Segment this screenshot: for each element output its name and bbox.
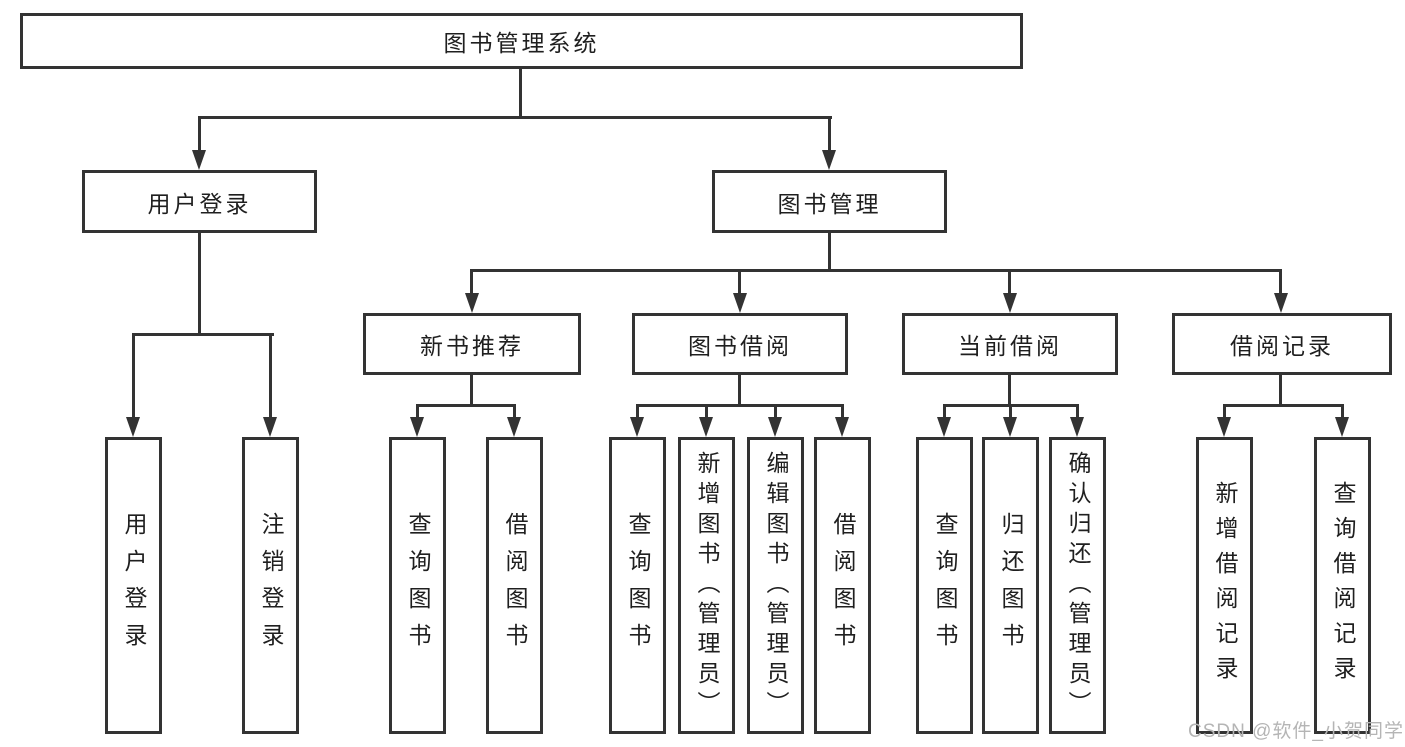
connector-root-rail xyxy=(198,116,832,119)
node-current-borrowing-label: 当前借阅 xyxy=(958,333,1062,359)
connector-records-stem xyxy=(1279,375,1282,406)
arrowhead-user-login xyxy=(192,150,206,170)
connector-to-return-books xyxy=(1009,404,1012,419)
connector-to-new-book-recommend xyxy=(470,269,473,295)
leaf-borrowing-query-books-label: 查询图书 xyxy=(625,511,651,660)
leaf-add-books-admin: 新增图书（管理员） xyxy=(678,437,735,734)
leaf-borrowing-borrow-books: 借阅图书 xyxy=(814,437,871,734)
node-new-book-recommend: 新书推荐 xyxy=(363,313,581,375)
node-new-book-recommend-label: 新书推荐 xyxy=(420,333,524,359)
leaf-current-query-books-label: 查询图书 xyxy=(932,511,958,660)
node-current-borrowing: 当前借阅 xyxy=(902,313,1118,375)
leaf-recommend-query-books: 查询图书 xyxy=(389,437,446,734)
arrowhead-confirm-return xyxy=(1070,417,1084,437)
arrowhead-leaf-user-login xyxy=(126,417,140,437)
connector-to-borrowing-borrow xyxy=(841,404,844,419)
leaf-add-borrow-record-label: 新增借阅记录 xyxy=(1212,480,1238,691)
arrowhead-book-borrowing xyxy=(733,293,747,313)
leaf-add-borrow-record: 新增借阅记录 xyxy=(1196,437,1253,734)
connector-to-confirm-return xyxy=(1076,404,1079,419)
leaf-logout: 注销登录 xyxy=(242,437,299,734)
leaf-recommend-query-books-label: 查询图书 xyxy=(405,511,431,660)
leaf-confirm-return-admin-label: 确认归还（管理员） xyxy=(1065,450,1091,721)
node-book-borrowing-label: 图书借阅 xyxy=(688,333,792,359)
leaf-query-borrow-record-label: 查询借阅记录 xyxy=(1330,480,1356,691)
node-user-login-label: 用户登录 xyxy=(147,190,252,217)
leaf-add-books-admin-label: 新增图书（管理员） xyxy=(694,450,720,721)
leaf-confirm-return-admin: 确认归还（管理员） xyxy=(1049,437,1106,734)
connector-user-login-stem xyxy=(198,233,201,336)
leaf-borrowing-query-books: 查询图书 xyxy=(609,437,666,734)
leaf-user-login-label: 用户登录 xyxy=(121,511,147,660)
node-root-label: 图书管理系统 xyxy=(443,30,600,56)
leaf-user-login: 用户登录 xyxy=(105,437,162,734)
leaf-recommend-borrow-books-label: 借阅图书 xyxy=(502,511,528,660)
arrowhead-book-management xyxy=(822,150,836,170)
connector-to-borrowing-records xyxy=(1279,269,1282,295)
connector-root-stem xyxy=(519,69,522,118)
node-book-management-label: 图书管理 xyxy=(777,190,882,217)
connector-borrowing-stem xyxy=(738,375,741,406)
csdn-watermark: CSDN @软件_小贺同学 xyxy=(1188,721,1404,742)
connector-to-recommend-query xyxy=(416,404,419,419)
leaf-edit-books-admin-label: 编辑图书（管理员） xyxy=(763,450,789,721)
connector-to-current-borrowing xyxy=(1008,269,1011,295)
connector-book-management-rail xyxy=(470,269,1282,272)
connector-recommend-stem xyxy=(470,375,473,406)
node-borrowing-records: 借阅记录 xyxy=(1172,313,1392,375)
connector-to-user-login xyxy=(198,116,201,152)
arrowhead-return-books xyxy=(1003,417,1017,437)
node-book-management: 图书管理 xyxy=(712,170,947,233)
node-book-borrowing: 图书借阅 xyxy=(632,313,848,375)
connector-current-stem xyxy=(1008,375,1011,406)
leaf-recommend-borrow-books: 借阅图书 xyxy=(486,437,543,734)
connector-to-book-management xyxy=(828,116,831,152)
connector-to-add-books xyxy=(705,404,708,419)
connector-to-current-query xyxy=(943,404,946,419)
arrowhead-leaf-logout xyxy=(263,417,277,437)
connector-to-query-record xyxy=(1341,404,1344,419)
arrowhead-current-borrowing xyxy=(1003,293,1017,313)
connector-borrowing-rail xyxy=(636,404,844,407)
connector-book-management-stem xyxy=(828,233,831,272)
connector-to-book-borrowing xyxy=(738,269,741,295)
leaf-edit-books-admin: 编辑图书（管理员） xyxy=(747,437,804,734)
arrowhead-recommend-borrow xyxy=(507,417,521,437)
connector-to-leaf-user-login xyxy=(132,333,135,419)
connector-to-recommend-borrow xyxy=(513,404,516,419)
connector-recommend-rail xyxy=(416,404,516,407)
connector-to-borrowing-query xyxy=(636,404,639,419)
arrowhead-edit-books xyxy=(768,417,782,437)
connector-to-edit-books xyxy=(774,404,777,419)
arrowhead-add-record xyxy=(1217,417,1231,437)
leaf-return-books: 归还图书 xyxy=(982,437,1039,734)
leaf-return-books-label: 归还图书 xyxy=(998,511,1024,660)
arrowhead-borrowing-query xyxy=(630,417,644,437)
connector-to-leaf-logout xyxy=(269,333,272,419)
connector-user-login-rail xyxy=(132,333,274,336)
node-user-login: 用户登录 xyxy=(82,170,317,233)
leaf-borrowing-borrow-books-label: 借阅图书 xyxy=(830,511,856,660)
arrowhead-query-record xyxy=(1335,417,1349,437)
arrowhead-borrowing-records xyxy=(1274,293,1288,313)
leaf-current-query-books: 查询图书 xyxy=(916,437,973,734)
connector-to-add-record xyxy=(1223,404,1226,419)
leaf-query-borrow-record: 查询借阅记录 xyxy=(1314,437,1371,734)
node-borrowing-records-label: 借阅记录 xyxy=(1230,333,1334,359)
arrowhead-add-books xyxy=(699,417,713,437)
connector-records-rail xyxy=(1223,404,1344,407)
node-root: 图书管理系统 xyxy=(20,13,1023,69)
leaf-logout-label: 注销登录 xyxy=(258,511,284,660)
arrowhead-new-book-recommend xyxy=(465,293,479,313)
arrowhead-current-query xyxy=(937,417,951,437)
arrowhead-borrowing-borrow xyxy=(835,417,849,437)
arrowhead-recommend-query xyxy=(410,417,424,437)
